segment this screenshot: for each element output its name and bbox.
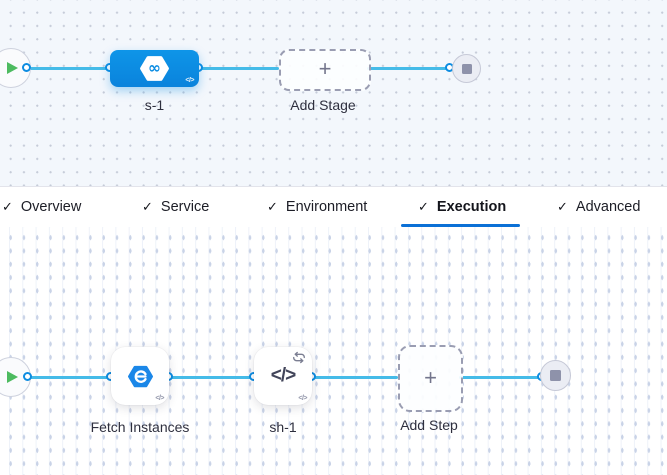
- stage-canvas[interactable]: ∞ </> s-1 + Add Stage: [0, 0, 667, 186]
- edge: [312, 376, 398, 379]
- check-icon: ✓: [267, 199, 278, 214]
- step-node-fetch-instances[interactable]: </>: [111, 347, 169, 405]
- check-icon: ✓: [2, 199, 13, 214]
- code-badge-icon: </>: [155, 395, 164, 402]
- edge: [169, 376, 254, 379]
- tab-label: Service: [160, 199, 210, 215]
- tab-environment[interactable]: ✓ Environment: [267, 187, 367, 227]
- edge: [199, 67, 279, 70]
- execution-canvas[interactable]: </> Fetch Instances </> </> sh-1 + Add S…: [0, 227, 667, 475]
- plus-icon: +: [318, 56, 332, 81]
- plus-icon: +: [424, 364, 437, 390]
- stage-node-s-1[interactable]: ∞ </>: [110, 50, 199, 87]
- stop-icon: [550, 370, 561, 381]
- check-icon: ✓: [142, 199, 153, 214]
- edge: [27, 67, 110, 70]
- pipeline-end-node: [452, 54, 481, 83]
- stop-icon: [461, 63, 472, 74]
- play-icon: [7, 371, 18, 383]
- edge: [367, 67, 450, 70]
- code-badge-icon: </>: [298, 395, 307, 402]
- stage-config-tabbar: ✓ Overview ✓ Service ✓ Environment ✓ Exe…: [0, 186, 667, 227]
- code-badge-icon: </>: [185, 77, 194, 84]
- add-stage-label: Add Stage: [290, 97, 356, 113]
- edge-port[interactable]: [22, 63, 31, 72]
- check-icon: ✓: [557, 199, 568, 214]
- tab-overview[interactable]: ✓ Overview: [2, 187, 81, 227]
- step-label: Fetch Instances: [90, 419, 190, 435]
- add-step-label: Add Step: [400, 417, 458, 433]
- add-stage-button[interactable]: +: [279, 49, 371, 91]
- edge: [28, 376, 111, 379]
- tab-label: Advanced: [575, 199, 641, 215]
- check-icon: ✓: [418, 199, 429, 214]
- step-node-sh-1[interactable]: </> </>: [254, 347, 312, 405]
- edge: [459, 376, 542, 379]
- active-tab-underline: [401, 223, 520, 227]
- play-icon: [7, 62, 18, 74]
- tab-execution[interactable]: ✓ Execution: [418, 187, 506, 227]
- execution-end-node: [540, 360, 571, 391]
- looping-strategy-icon: [291, 351, 307, 364]
- step-label: sh-1: [269, 419, 297, 435]
- shell-script-code-icon: </>: [270, 365, 297, 386]
- svg-text:∞: ∞: [148, 59, 161, 77]
- edge-port[interactable]: [23, 372, 32, 381]
- cd-hexagon-infinity-icon: ∞: [140, 56, 169, 81]
- tab-label: Environment: [285, 199, 368, 215]
- instances-swirl-icon: [127, 365, 153, 387]
- stage-label: s-1: [144, 97, 165, 113]
- tab-label: Overview: [20, 199, 82, 215]
- tab-advanced[interactable]: ✓ Advanced: [557, 187, 640, 227]
- tab-service[interactable]: ✓ Service: [142, 187, 209, 227]
- add-step-button[interactable]: +: [398, 345, 463, 412]
- tab-label: Execution: [436, 199, 507, 215]
